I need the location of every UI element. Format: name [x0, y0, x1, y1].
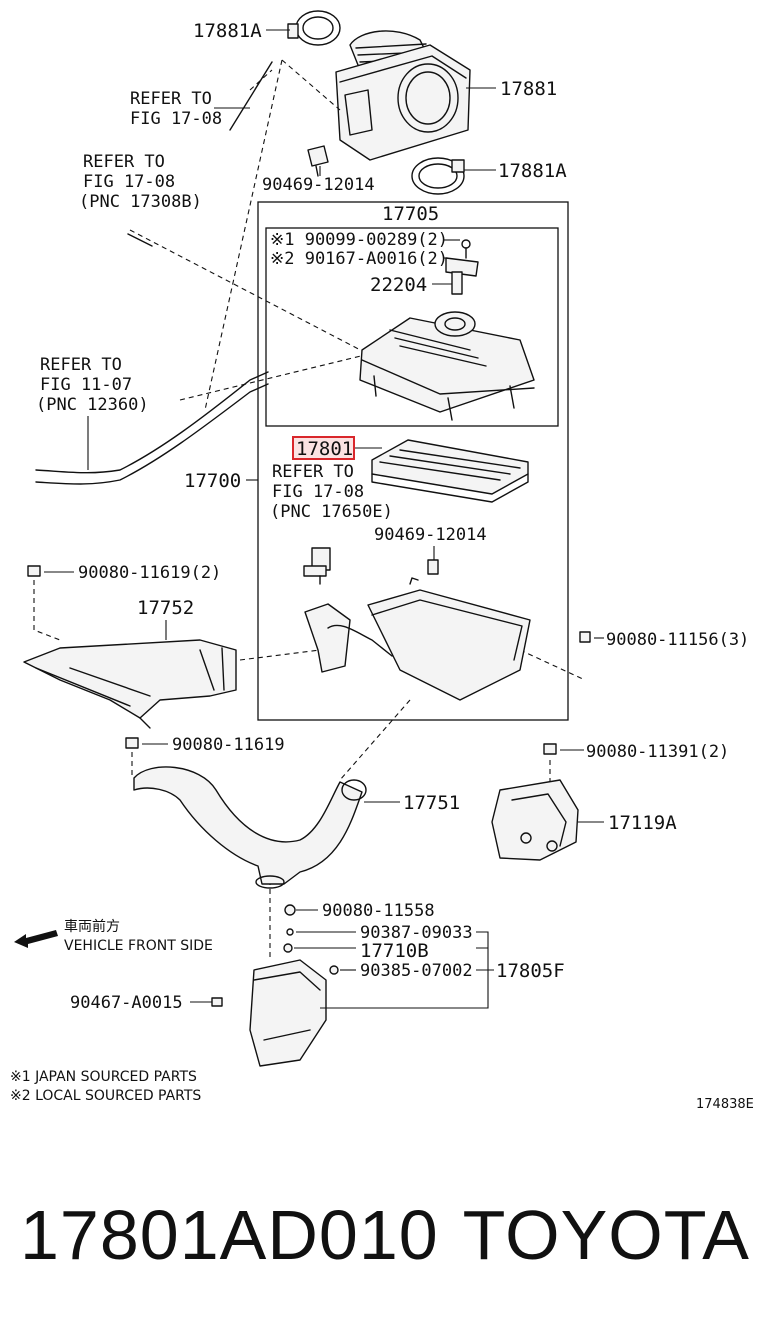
label-90080-11391: 90080-11391(2): [586, 742, 729, 762]
air-filter-17801-drawing: [371, 439, 529, 503]
label-17710b: 17710B: [360, 940, 429, 962]
assembly-17705-frame: [265, 227, 559, 427]
note-local-sourced: ※2 LOCAL SOURCED PARTS: [10, 1088, 201, 1104]
ref-fig-17-08-b-line3: (PNC 17308B): [79, 192, 202, 212]
label-17752: 17752: [137, 597, 194, 619]
highlight-box-17801: [292, 436, 355, 460]
label-90469-top: 90469-12014: [262, 175, 375, 195]
vehicle-front-jp: 車両前方: [64, 918, 120, 935]
upper-case-17705-drawing: [359, 311, 535, 421]
air-intake-duct-drawing: [287, 10, 471, 195]
label-90167: ※2 90167-A0016(2): [270, 249, 448, 269]
ref-fig-17-08-c-line2: FIG 17-08: [272, 482, 364, 502]
ref-fig-17-08-a-line2: FIG 17-08: [130, 109, 222, 129]
label-90469-mid: 90469-12014: [374, 525, 487, 545]
label-90099: ※1 90099-00289(2): [270, 230, 448, 250]
label-90080-11619-2: 90080-11619(2): [78, 563, 221, 583]
label-17881: 17881: [500, 78, 557, 100]
label-17881a-bottom: 17881A: [498, 160, 567, 182]
part-number-caption: 17801AD010 TOYOTA: [20, 1190, 750, 1280]
ref-fig-11-07-line1: REFER TO: [40, 355, 122, 375]
vehicle-front-en: VEHICLE FRONT SIDE: [64, 938, 213, 954]
label-90080-11619: 90080-11619: [172, 735, 285, 755]
ref-fig-11-07-line3: (PNC 12360): [36, 395, 149, 415]
label-90080-11156: 90080-11156(3): [606, 630, 749, 650]
front-arrow-icon: [14, 930, 58, 948]
label-90080-11558: 90080-11558: [322, 901, 435, 921]
label-17801: 17801: [296, 438, 353, 460]
label-90467: 90467-A0015: [70, 993, 183, 1013]
ref-fig-17-08-b-line2: FIG 17-08: [83, 172, 175, 192]
ref-fig-11-07-line2: FIG 11-07: [40, 375, 132, 395]
figure-code: 174838E: [696, 1097, 754, 1112]
label-17881a-top: 17881A: [193, 20, 262, 42]
duct-17751-drawing: [133, 766, 367, 889]
ref-fig-17-08-c-line1: REFER TO: [272, 462, 354, 482]
label-22204: 22204: [370, 274, 427, 296]
label-90385: 90385-07002: [360, 961, 473, 981]
caption-brand: TOYOTA: [462, 1196, 750, 1274]
sensor-22204-drawing: [432, 239, 479, 295]
parts-diagram: 17881A 17881 17881A REFER TO FIG 17-08 R…: [10, 10, 754, 1112]
resonator-17805f-drawing: [211, 904, 339, 1067]
bracket-17119a-drawing: [491, 779, 579, 861]
ref-fig-17-08-b-line1: REFER TO: [83, 152, 165, 172]
label-17119a: 17119A: [608, 812, 677, 834]
ref-fig-17-08-c-line3: (PNC 17650E): [270, 502, 393, 522]
label-17700: 17700: [184, 470, 241, 492]
label-17705: 17705: [382, 203, 439, 225]
lower-case-drawing: [304, 577, 531, 701]
assembly-17700-frame: [257, 201, 569, 721]
ref-fig-17-08-a-line1: REFER TO: [130, 89, 212, 109]
label-17805f: 17805F: [496, 960, 565, 982]
duct-17752-drawing: [23, 639, 237, 729]
label-90387: 90387-09033: [360, 923, 473, 943]
caption-part-number: 17801AD010: [20, 1196, 439, 1274]
note-japan-sourced: ※1 JAPAN SOURCED PARTS: [10, 1069, 197, 1085]
vsv-drawing: [303, 546, 439, 585]
label-17751: 17751: [403, 792, 460, 814]
